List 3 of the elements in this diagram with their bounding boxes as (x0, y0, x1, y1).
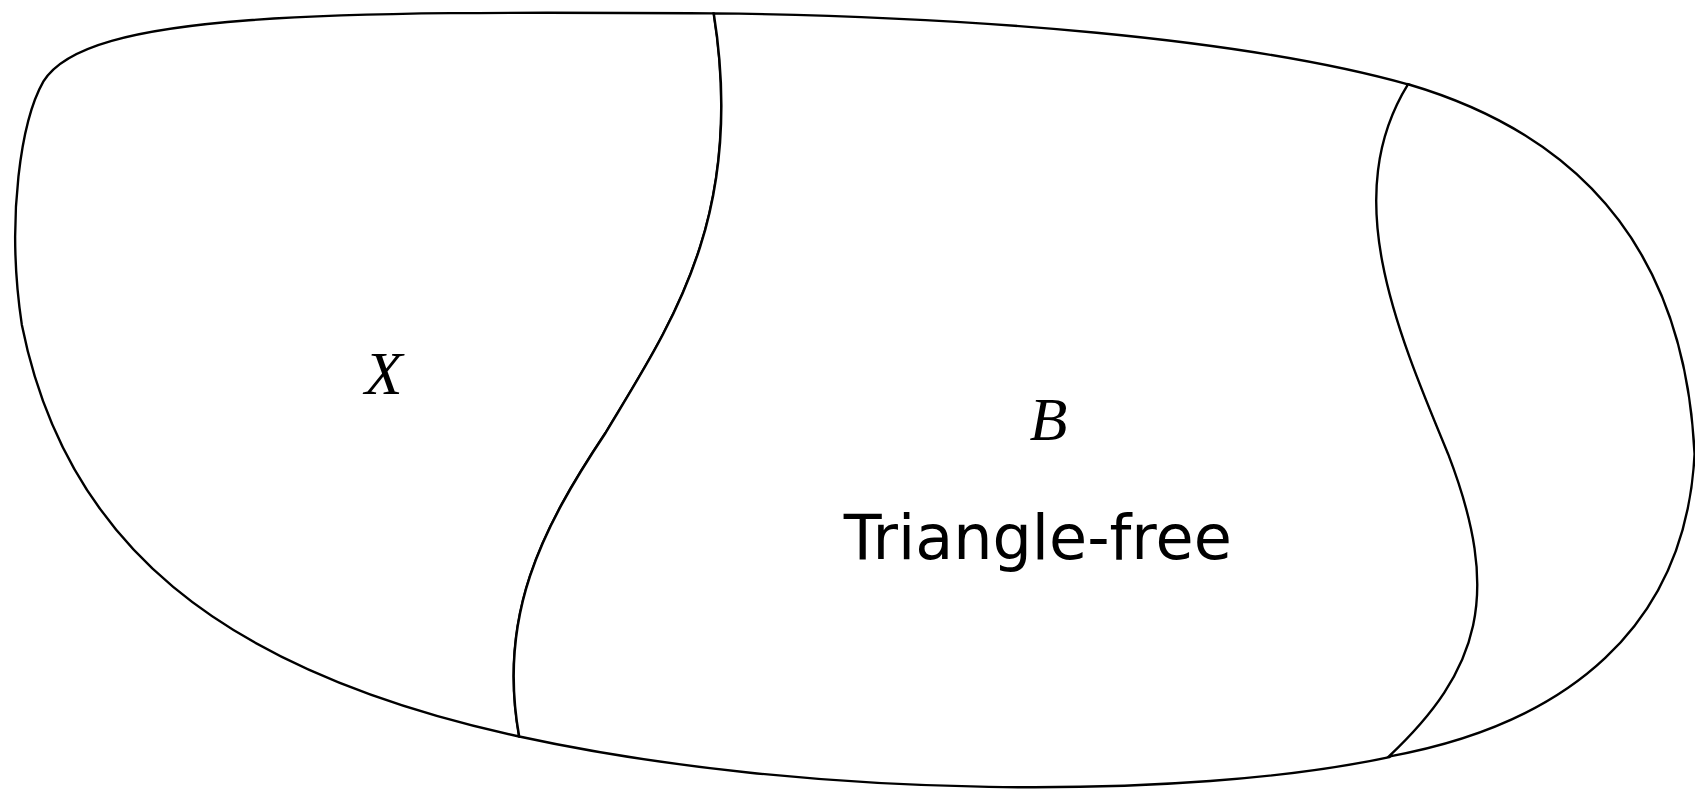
set-symbol: B (1029, 388, 1068, 451)
region-label: Triangle-free (843, 507, 1232, 570)
set-symbol: X (364, 341, 403, 404)
